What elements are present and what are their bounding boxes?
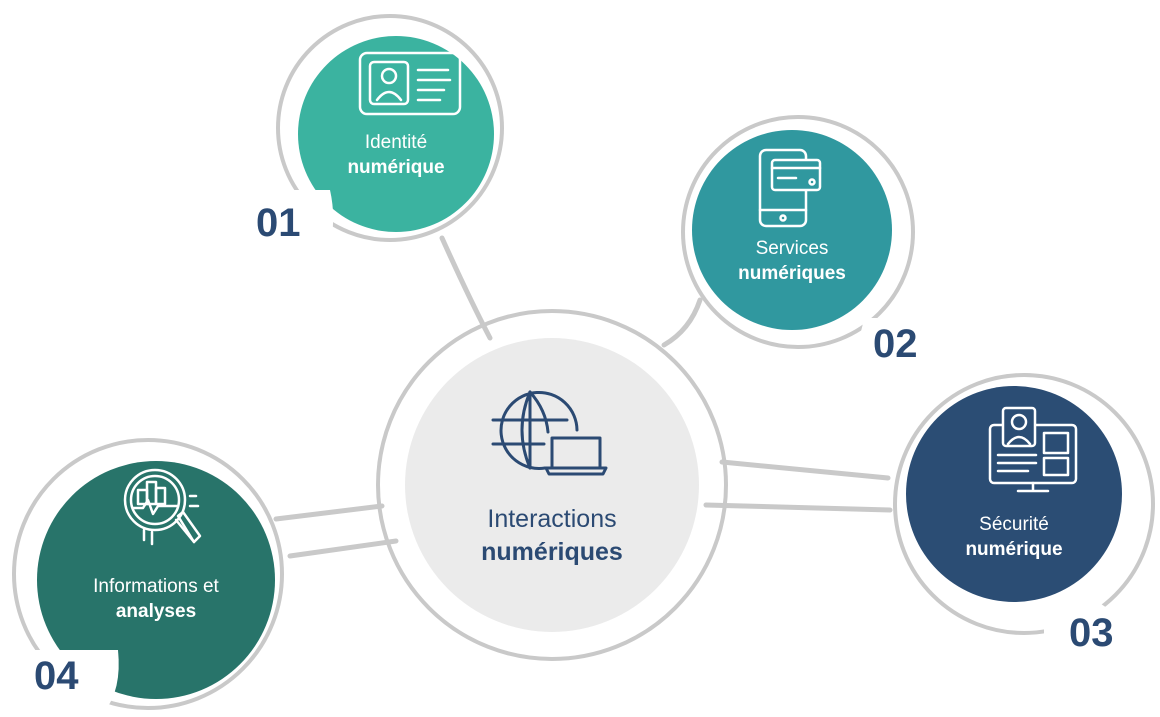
globe-laptop-icon <box>491 390 608 476</box>
connector-center-right <box>703 502 893 513</box>
user-monitor-icon <box>988 406 1078 493</box>
node-circle-01 <box>298 36 494 232</box>
node-label-02: Services numériques <box>712 236 872 286</box>
node-label-01: Identité numérique <box>326 130 466 180</box>
number-tab-03 <box>1044 592 1140 662</box>
smartphone-card-icon <box>758 148 822 228</box>
node-label-03-line1: Sécurité <box>979 514 1049 535</box>
connector-center-left <box>287 538 399 559</box>
node-label-03-line2: numérique <box>965 539 1063 561</box>
ring-03 <box>893 373 1155 635</box>
magnifier-chart-icon <box>123 468 202 546</box>
node-number-02: 02 <box>873 322 918 366</box>
node-label-01-line1: Identité <box>364 132 428 153</box>
connector-01 <box>439 235 493 341</box>
connector-03 <box>719 459 891 481</box>
ring-04 <box>12 438 284 710</box>
node-number-03: 03 <box>1069 611 1114 655</box>
number-tab-04 <box>22 650 119 712</box>
number-tab-01 <box>246 190 334 258</box>
connector-02 <box>661 297 703 348</box>
node-number-04: 04 <box>34 654 79 698</box>
rings <box>12 14 1155 710</box>
node-label-04-line1: Informations et <box>93 576 219 597</box>
node-label-01-line2: numérique <box>347 157 445 179</box>
node-label-02-line2: numériques <box>738 263 846 285</box>
number-tabs <box>22 190 1140 712</box>
node-label-04-line2: analyses <box>115 601 197 623</box>
ring-center <box>376 309 728 661</box>
node-label-03: Sécurité numérique <box>964 512 1064 562</box>
center-label-line1: Interactions <box>487 505 617 533</box>
ring-02 <box>681 115 915 349</box>
connectors <box>273 235 893 559</box>
id-card-icon <box>358 51 462 116</box>
center-circle <box>405 338 699 632</box>
node-label-04: Informations et analyses <box>56 574 256 624</box>
node-circle-04 <box>37 461 275 699</box>
ring-01 <box>276 14 504 242</box>
center-label: Interactions numériques <box>437 503 667 569</box>
center-label-line2: numériques <box>481 538 623 566</box>
node-number-01: 01 <box>256 201 301 245</box>
node-label-02-line1: Services <box>755 238 829 259</box>
node-circle-02 <box>692 130 892 330</box>
number-tab-02 <box>838 318 935 378</box>
connector-04 <box>273 503 385 522</box>
